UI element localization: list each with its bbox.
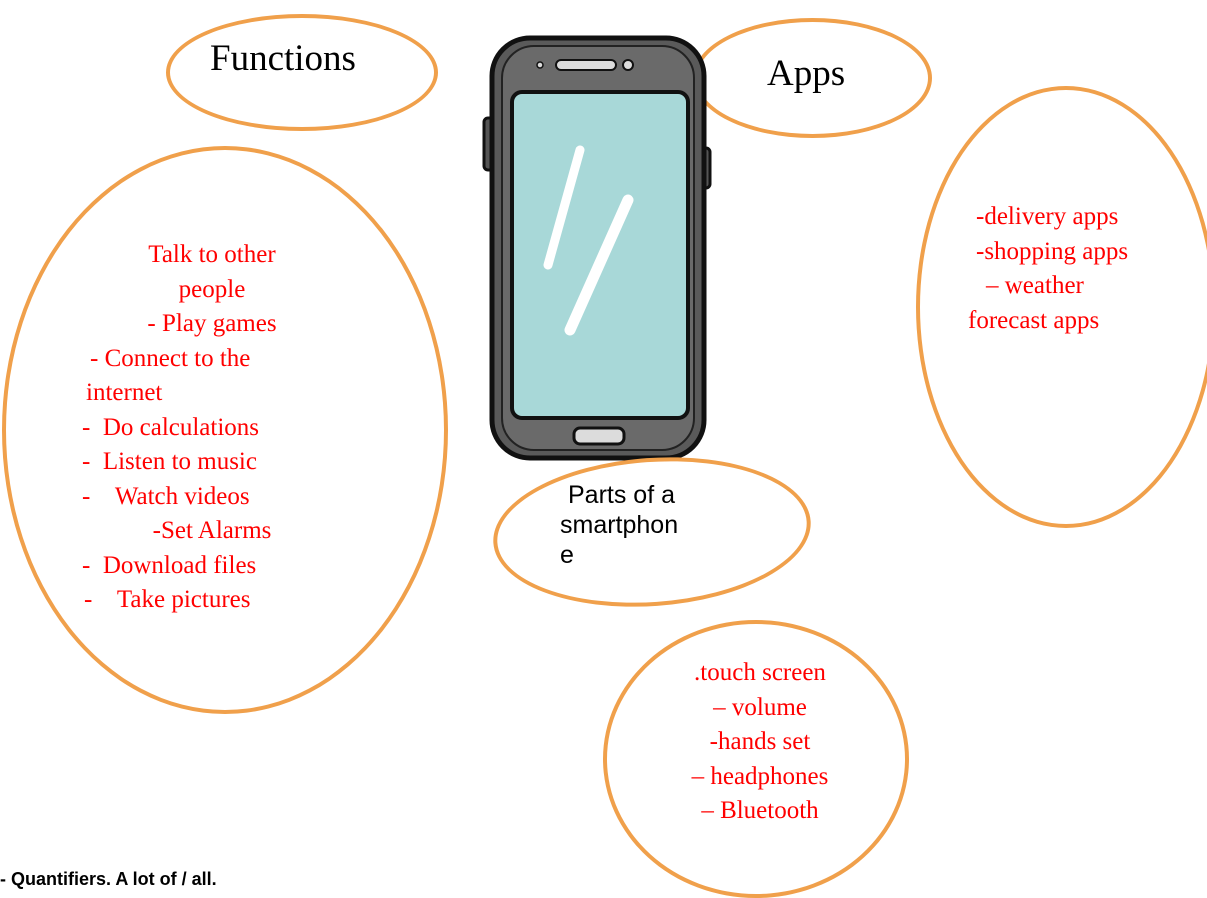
functions-title: Functions [210, 38, 356, 79]
home-button [572, 426, 626, 446]
quantifiers-heading: - Quantifiers. A lot of / all. [0, 869, 217, 889]
functions-item: people [178, 275, 246, 303]
parts-item: – volume [713, 693, 807, 721]
parts-item: .touch screen [694, 659, 826, 686]
functions-item: Talk to other [148, 241, 276, 268]
functions-item: internet [86, 379, 163, 406]
functions-item: - Play games [147, 310, 277, 337]
parts-title-line: smartphon [560, 511, 679, 539]
functions-item: - Watch videos [82, 482, 250, 510]
screen-reflection [564, 194, 634, 336]
apps-item: -delivery apps [976, 203, 1119, 230]
functions-item: - Listen to music [82, 448, 257, 475]
sensor-dot [536, 61, 544, 69]
apps-item: – weather [986, 272, 1084, 299]
apps-list-ellipse [916, 86, 1207, 528]
functions-item: - Connect to the [90, 344, 251, 372]
parts-title-line: e [560, 541, 574, 569]
parts-title: Parts of a smartphon e [560, 480, 678, 570]
apps-item: -shopping apps [976, 237, 1129, 265]
functions-ellipse [166, 14, 438, 131]
parts-item: -hands set [709, 728, 811, 755]
front-camera [622, 59, 634, 71]
parts-title-line: Parts of a [568, 481, 675, 509]
functions-item: -Set Alarms [152, 517, 272, 544]
smartphone-illustration [482, 35, 712, 461]
functions-list-ellipse [2, 146, 448, 714]
apps-item: forecast apps [968, 306, 1100, 334]
functions-item: - Take pictures [84, 586, 251, 613]
parts-list: .touch screen – volume -hands set – head… [650, 656, 870, 829]
screen-reflection [543, 145, 585, 270]
apps-list: -delivery apps -shopping apps – weather … [968, 200, 1178, 338]
speaker-grill [555, 59, 617, 71]
parts-item: – Bluetooth [701, 797, 819, 824]
functions-item: - Download files [82, 551, 257, 579]
functions-list: Talk to other people - Play games - Conn… [72, 238, 352, 618]
parts-item: – headphones [691, 762, 829, 790]
functions-item: - Do calculations [82, 413, 260, 441]
apps-title: Apps [767, 53, 846, 94]
